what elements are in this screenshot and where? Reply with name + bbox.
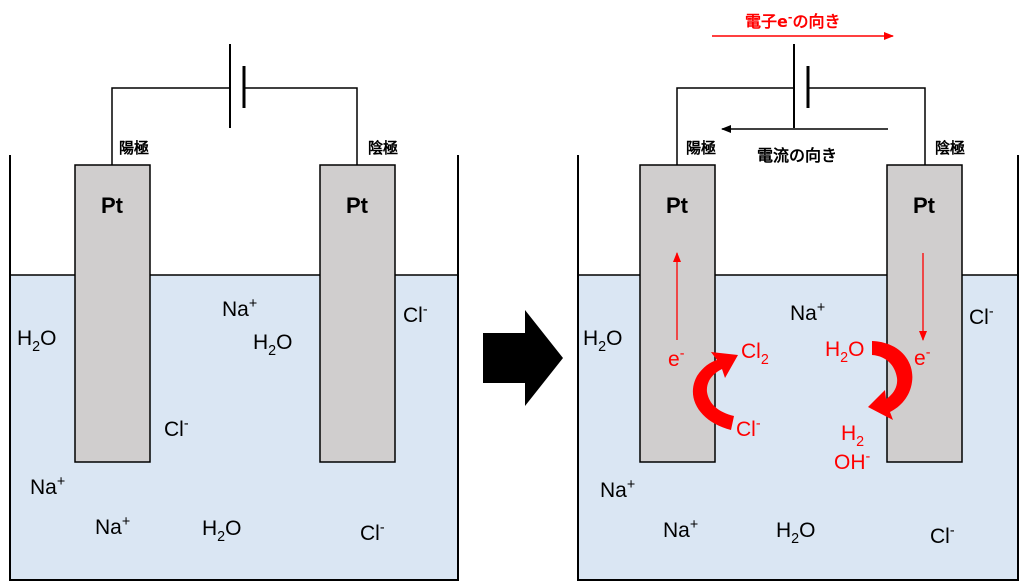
left-beaker — [9, 155, 459, 581]
left-h2o-2: H2​O — [253, 331, 292, 359]
right-anode-pt-label: Pt — [666, 193, 689, 218]
cathode-product-oh: OH- — [834, 449, 871, 474]
right-cathode-label: 陰極 — [935, 139, 965, 157]
right-beaker — [577, 155, 1019, 581]
left-na-1: Na+ — [222, 296, 257, 321]
cathode-electron-label: e- — [914, 345, 931, 370]
left-h2o-1: H2​O — [17, 327, 56, 355]
right-h2o-1: H2​O — [583, 327, 622, 355]
left-h2o-3: H2​O — [202, 517, 241, 545]
right-na-2: Na+ — [600, 477, 635, 502]
left-anode-pt-label: Pt — [101, 193, 124, 218]
left-anode-label: 陽極 — [119, 139, 149, 157]
current-direction-label: 電流の向き — [757, 146, 837, 165]
right-cell: 電子e-の向き 電流の向き Pt Pt 陽極 陰極 H2​O Na+ Cl- N… — [577, 11, 1019, 581]
cathode-reaction-curved-arrow-icon — [868, 341, 913, 420]
cathode-product-h2: H2​ — [841, 422, 864, 450]
cathode-reactant-h2o: H2​O — [825, 338, 864, 366]
right-cl-1: Cl- — [969, 304, 994, 329]
right-cathode-electrode — [886, 164, 963, 463]
anode-product-cl2: Cl2​ — [741, 340, 769, 368]
left-cathode-label: 陰極 — [368, 139, 398, 157]
left-anode-electrode — [74, 164, 151, 463]
right-anode-label: 陽極 — [686, 139, 716, 157]
left-wire — [111, 87, 358, 165]
electron-direction-label: 電子e-の向き — [745, 11, 840, 31]
left-cl-2: Cl- — [164, 416, 189, 441]
left-cell: Pt Pt 陽極 陰極 H2​O Na+ H2​O Cl- Cl- Na+ Na… — [9, 44, 459, 581]
left-cathode-electrode — [319, 164, 396, 463]
right-na-3: Na+ — [663, 517, 698, 542]
left-cathode-pt-label: Pt — [346, 193, 369, 218]
anode-electron-label: e- — [668, 346, 685, 371]
right-cl-2: Cl- — [930, 523, 955, 548]
transition-arrow-icon — [483, 310, 563, 406]
right-wire — [676, 87, 926, 165]
right-na-1: Na+ — [790, 300, 825, 325]
right-cathode-pt-label: Pt — [913, 193, 936, 218]
left-na-3: Na+ — [95, 514, 130, 539]
right-h2o-2: H2​O — [776, 519, 815, 547]
anode-reactant-cl: Cl- — [736, 416, 761, 441]
left-cl-3: Cl- — [360, 520, 385, 545]
left-cl-1: Cl- — [403, 302, 428, 327]
anode-reaction-curved-arrow-icon — [692, 352, 738, 430]
left-na-2: Na+ — [30, 474, 65, 499]
